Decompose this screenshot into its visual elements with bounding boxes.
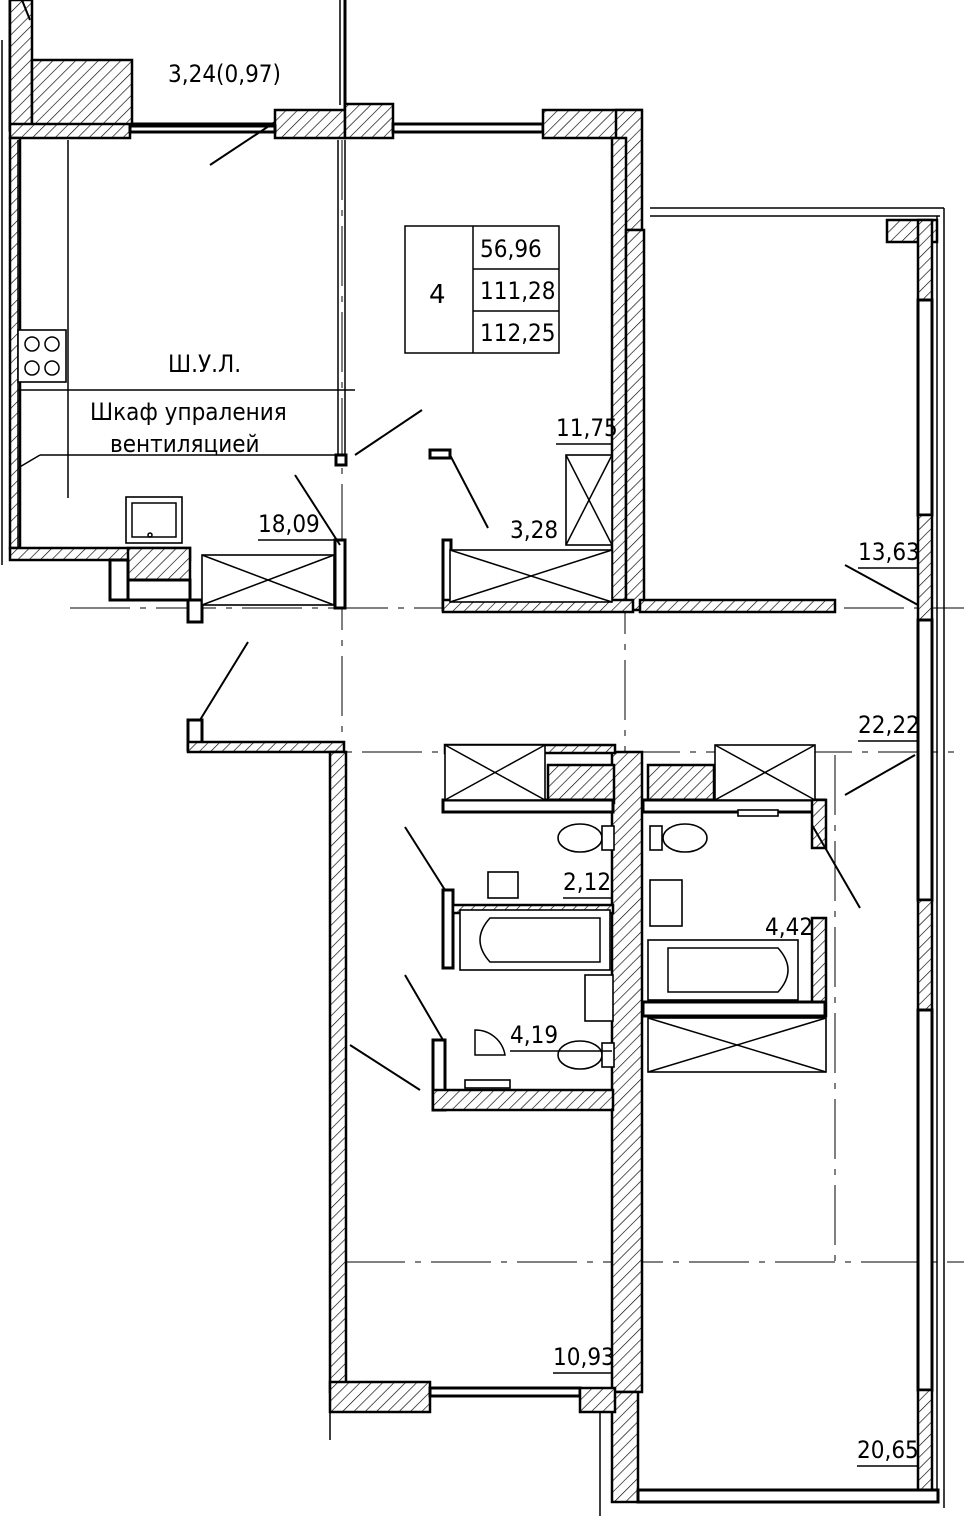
hall-area: 22,22 [858,711,920,739]
sink-icon [125,496,183,544]
total-area: 111,28 [480,277,556,305]
bathtub-icon [459,909,799,1001]
shul-line1: Шкаф упраления [90,398,287,426]
room-right-bottom-area: 20,65 [857,1436,919,1464]
room-labels: 3,24(0,97) 18,09 11,75 3,28 13,63 22,22 … [168,60,920,1467]
balcony-top [8,0,347,132]
total-with-balcony: 112,25 [480,319,556,347]
room-right-top-area: 13,63 [858,538,920,566]
toilet-icon [557,823,708,1070]
balcony-top-area: 3,24(0,97) [168,60,281,88]
room-bottom-area: 10,93 [553,1343,615,1371]
closet-area: 3,28 [510,516,558,544]
kitchen-area: 18,09 [258,510,320,538]
shul-line2: вентиляцией [110,430,260,458]
room-top-area: 11,75 [556,414,618,442]
bath-a-area: 2,12 [563,868,611,896]
room-count: 4 [429,280,446,310]
washbasin-icon [487,871,683,1022]
stove-icon [17,329,67,383]
leader-lines [21,0,919,1091]
shul-abbrev: Ш.У.Л. [168,350,241,378]
bath-c-area: 4,42 [765,913,813,941]
bath-b-area: 4,19 [510,1021,558,1049]
area-summary-table: 4 56,96 111,28 112,25 [404,225,560,354]
ventilation-note: Ш.У.Л. Шкаф упраления вентиляцией [90,350,287,458]
walls [1,40,945,1516]
living-area: 56,96 [480,235,542,263]
washing-machine-icon [464,809,779,1089]
